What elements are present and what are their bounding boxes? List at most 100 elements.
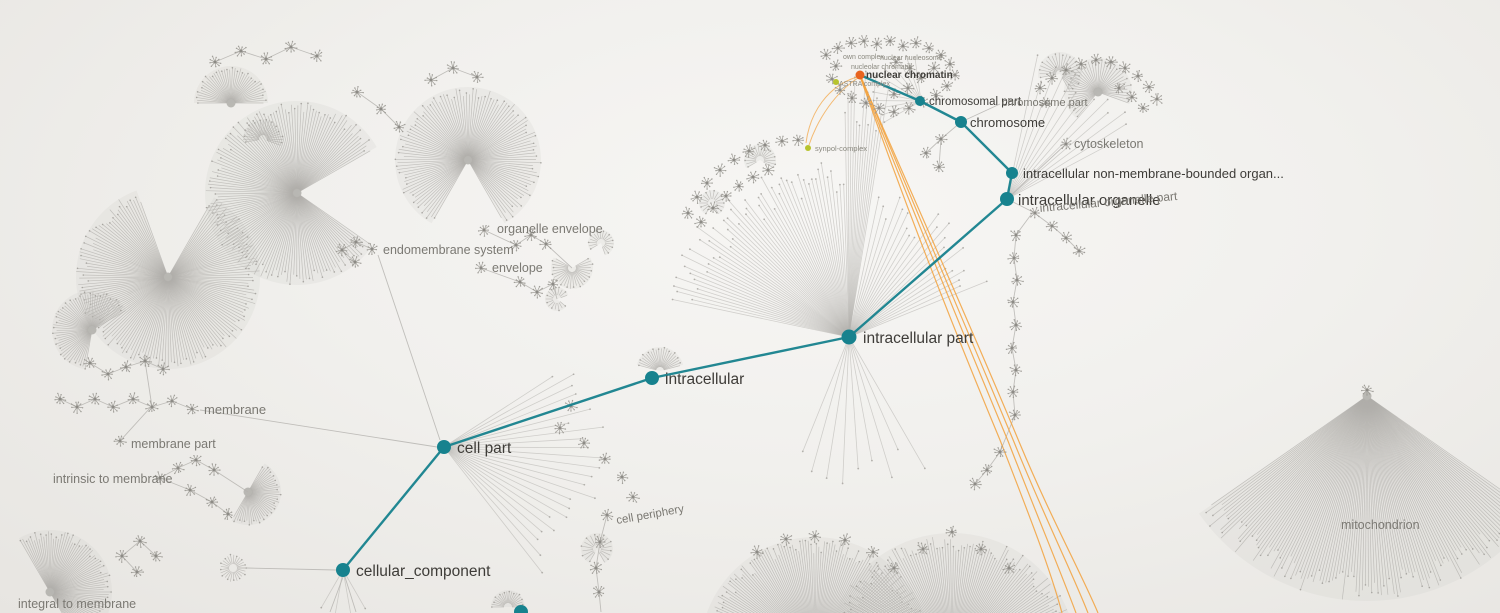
term-node[interactable] <box>859 96 873 109</box>
term-node[interactable] <box>1361 384 1374 396</box>
term-node[interactable] <box>477 225 490 237</box>
term-node[interactable] <box>1114 83 1126 94</box>
term-node[interactable] <box>107 400 120 413</box>
term-node[interactable] <box>119 360 132 373</box>
term-node[interactable] <box>1007 296 1020 308</box>
term-node[interactable] <box>707 201 719 214</box>
term-node[interactable] <box>1034 81 1047 95</box>
term-node[interactable] <box>750 545 764 559</box>
term-node[interactable] <box>127 392 140 405</box>
term-node[interactable] <box>1060 231 1072 244</box>
term-node[interactable] <box>762 164 775 176</box>
term-node[interactable] <box>1045 220 1058 232</box>
term-node[interactable] <box>690 190 703 205</box>
term-node[interactable] <box>626 491 640 503</box>
term-node[interactable] <box>335 243 348 257</box>
term-node[interactable] <box>720 190 732 202</box>
term-node[interactable] <box>509 240 522 252</box>
term-node[interactable] <box>945 525 957 538</box>
term-node[interactable] <box>1075 57 1088 70</box>
term-node[interactable] <box>171 461 185 475</box>
term-node[interactable] <box>808 530 821 543</box>
term-node[interactable] <box>133 535 147 548</box>
term-node[interactable] <box>834 83 846 96</box>
term-node[interactable] <box>1072 244 1086 257</box>
term-node[interactable] <box>831 41 845 55</box>
term-node[interactable] <box>889 55 903 69</box>
term-node[interactable] <box>513 276 526 288</box>
term-node[interactable] <box>547 278 559 291</box>
term-node[interactable] <box>681 206 694 219</box>
term-node[interactable] <box>350 236 363 248</box>
term-node[interactable] <box>727 153 741 165</box>
term-node[interactable] <box>969 477 982 491</box>
term-node[interactable] <box>1009 364 1022 377</box>
term-node[interactable] <box>980 464 993 476</box>
term-node[interactable] <box>929 88 943 101</box>
term-node[interactable] <box>825 73 838 85</box>
term-node[interactable] <box>205 496 219 508</box>
term-node[interactable] <box>184 483 197 496</box>
term-node[interactable] <box>154 471 166 485</box>
term-node[interactable] <box>792 134 804 147</box>
term-node[interactable] <box>166 394 178 408</box>
term-node[interactable] <box>1059 63 1073 76</box>
term-node[interactable] <box>149 550 163 562</box>
term-node[interactable] <box>1002 562 1016 574</box>
term-node[interactable] <box>1011 273 1024 286</box>
term-node[interactable] <box>595 535 606 549</box>
term-node[interactable] <box>694 216 707 228</box>
term-node[interactable] <box>83 357 97 368</box>
term-node[interactable] <box>1060 137 1072 150</box>
term-node[interactable] <box>846 92 857 104</box>
term-node[interactable] <box>940 79 954 92</box>
term-node[interactable] <box>1009 319 1022 332</box>
term-node[interactable] <box>208 463 221 476</box>
term-node[interactable] <box>909 36 922 49</box>
term-node[interactable] <box>935 49 947 61</box>
term-node[interactable] <box>209 55 222 68</box>
term-node[interactable] <box>870 37 883 52</box>
term-node[interactable] <box>1091 53 1103 66</box>
term-node[interactable] <box>1105 56 1118 69</box>
term-node[interactable] <box>922 41 934 54</box>
term-node[interactable] <box>234 45 247 57</box>
term-node[interactable] <box>145 400 159 413</box>
term-node[interactable] <box>600 508 614 522</box>
term-node[interactable] <box>897 39 909 52</box>
term-node[interactable] <box>758 139 770 152</box>
term-node[interactable] <box>113 435 127 447</box>
term-node[interactable] <box>903 101 916 115</box>
term-node[interactable] <box>130 566 144 578</box>
term-node[interactable] <box>1131 69 1143 83</box>
term-node[interactable] <box>948 69 960 81</box>
term-node[interactable] <box>1005 341 1018 354</box>
term-node[interactable] <box>139 355 152 367</box>
term-node[interactable] <box>524 229 537 242</box>
term-node[interactable] <box>598 452 611 464</box>
term-node[interactable] <box>919 146 932 159</box>
term-node[interactable] <box>1007 385 1019 399</box>
term-node[interactable] <box>904 63 916 74</box>
term-node[interactable] <box>901 82 915 95</box>
term-node[interactable] <box>873 102 886 114</box>
term-node[interactable] <box>733 179 744 192</box>
term-node[interactable] <box>887 561 899 574</box>
term-node[interactable] <box>935 134 948 145</box>
term-node[interactable] <box>554 421 567 435</box>
term-node[interactable] <box>1142 80 1155 94</box>
term-node[interactable] <box>866 546 880 558</box>
term-node[interactable] <box>1029 206 1040 219</box>
term-node[interactable] <box>1045 71 1058 85</box>
term-node[interactable] <box>917 542 929 555</box>
term-node[interactable] <box>1010 230 1021 242</box>
term-node[interactable] <box>88 392 101 405</box>
term-node[interactable] <box>993 445 1007 458</box>
term-node[interactable] <box>975 543 987 556</box>
term-node[interactable] <box>1137 103 1150 113</box>
term-node[interactable] <box>742 144 756 158</box>
term-node[interactable] <box>475 261 487 274</box>
term-node[interactable] <box>593 585 605 598</box>
